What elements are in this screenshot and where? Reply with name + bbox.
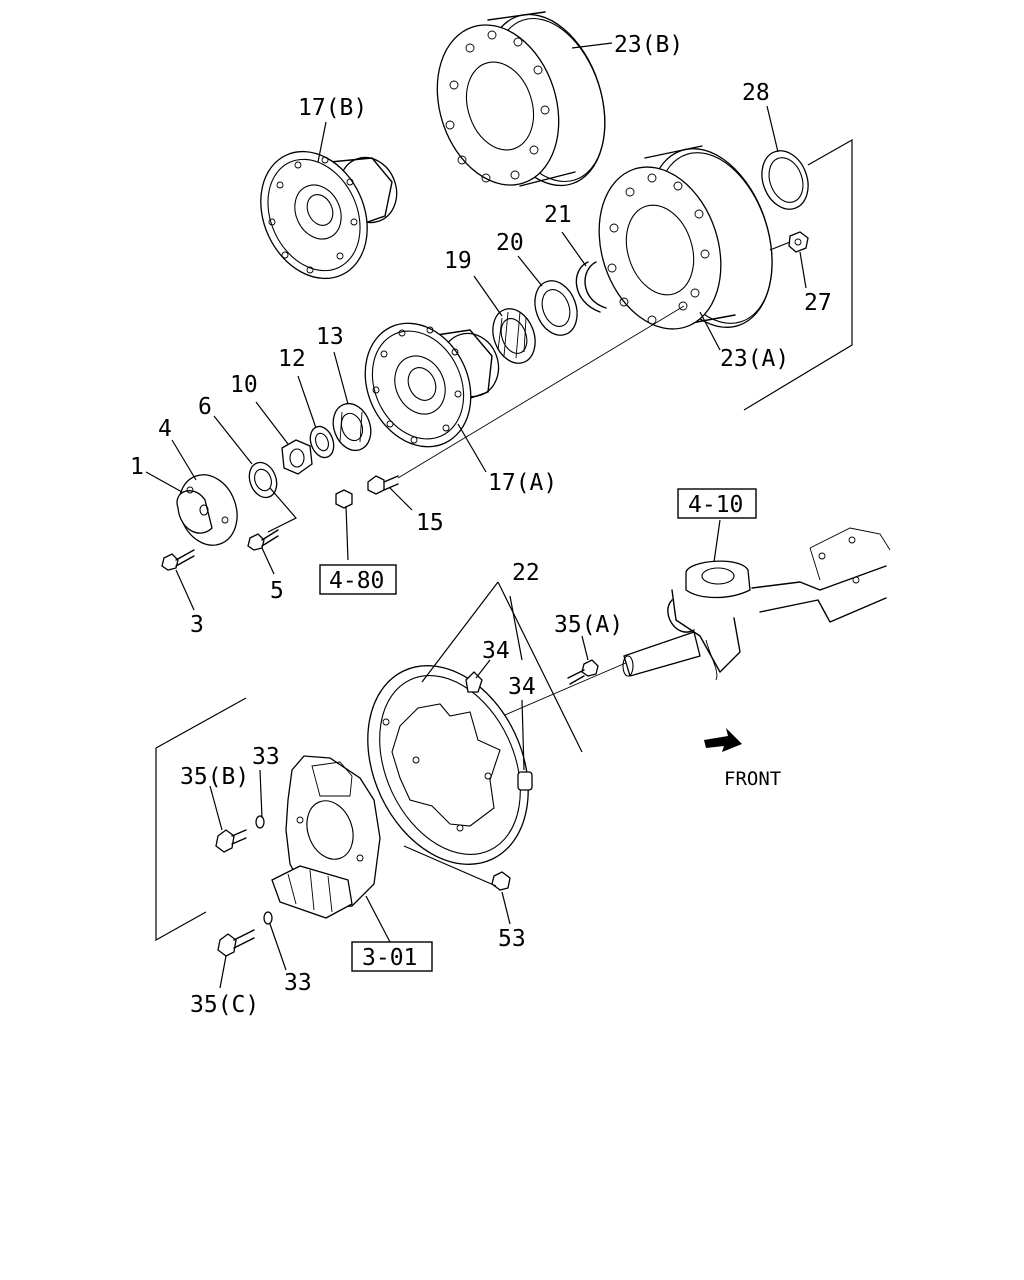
callout-35a: 35(A): [554, 612, 623, 638]
axle-beam: [622, 527, 891, 681]
nut-10: [281, 439, 313, 475]
backing-plate-22: [367, 665, 529, 865]
oil-seal-6: [248, 461, 278, 499]
nut-27: [788, 231, 809, 253]
bolt-35c: [217, 929, 255, 957]
callout-17b: 17(B): [298, 95, 367, 121]
brake-drum-23b: [436, 11, 606, 187]
callout-33-lower: 33: [284, 970, 312, 996]
callout-12: 12: [278, 346, 306, 372]
callout-23b: 23(B): [614, 32, 683, 58]
nut-53: [491, 871, 511, 891]
bearing-19: [492, 308, 536, 364]
bearing-13: [332, 402, 372, 452]
callout-28: 28: [742, 80, 770, 106]
reference-480-label: 4-80: [329, 568, 384, 594]
reference-301-label: 3-01: [362, 945, 417, 971]
callout-15: 15: [416, 510, 444, 536]
front-label: FRONT: [724, 768, 781, 790]
hub-cap-4: [176, 474, 238, 546]
stud-15: [367, 475, 399, 495]
callout-33-upper: 33: [252, 744, 280, 770]
anchor-plate: [271, 755, 381, 919]
bolt-3: [161, 549, 195, 571]
bolt-35b: [215, 829, 247, 853]
callout-34-lower: 34: [508, 674, 536, 700]
reference-box-480[interactable]: 4-80: [319, 564, 397, 595]
seal-ring-28: [761, 150, 809, 210]
callout-35c: 35(C): [190, 992, 259, 1018]
callout-22: 22: [512, 560, 540, 586]
bolt-5: [247, 529, 279, 551]
callout-10: 10: [230, 372, 258, 398]
bearing-race-20: [534, 280, 578, 336]
reference-box-301[interactable]: 3-01: [351, 941, 433, 972]
callout-34-upper: 34: [482, 638, 510, 664]
reference-box-410[interactable]: 4-10: [677, 488, 757, 519]
plug-34-upper: [465, 671, 483, 693]
callout-6: 6: [198, 394, 212, 420]
callout-19: 19: [444, 248, 472, 274]
wheel-hub-17a: [364, 322, 500, 448]
callout-35b: 35(B): [180, 764, 249, 790]
washer-33-lower: [263, 911, 273, 925]
brake-drum-23a: [598, 145, 773, 330]
reference-410-label: 4-10: [688, 492, 743, 518]
callout-4: 4: [158, 416, 172, 442]
callout-3: 3: [190, 612, 204, 638]
plug-34-lower: [517, 771, 533, 791]
callout-1: 1: [130, 454, 144, 480]
callout-27: 27: [804, 290, 832, 316]
leader-lines: [145, 42, 807, 989]
washer-12: [309, 425, 335, 459]
nut-480: [335, 489, 353, 509]
washer-33-upper: [255, 815, 265, 829]
bolt-35a: [567, 659, 599, 685]
snap-ring-21: [575, 261, 607, 313]
callout-53: 53: [498, 926, 526, 952]
wheel-hub-17b: [260, 150, 398, 280]
callout-23a: 23(A): [720, 346, 789, 372]
callout-13: 13: [316, 324, 344, 350]
callout-20: 20: [496, 230, 524, 256]
front-arrow-icon: [704, 728, 742, 752]
callout-5: 5: [270, 578, 284, 604]
callout-17a: 17(A): [488, 470, 557, 496]
callout-21: 21: [544, 202, 572, 228]
